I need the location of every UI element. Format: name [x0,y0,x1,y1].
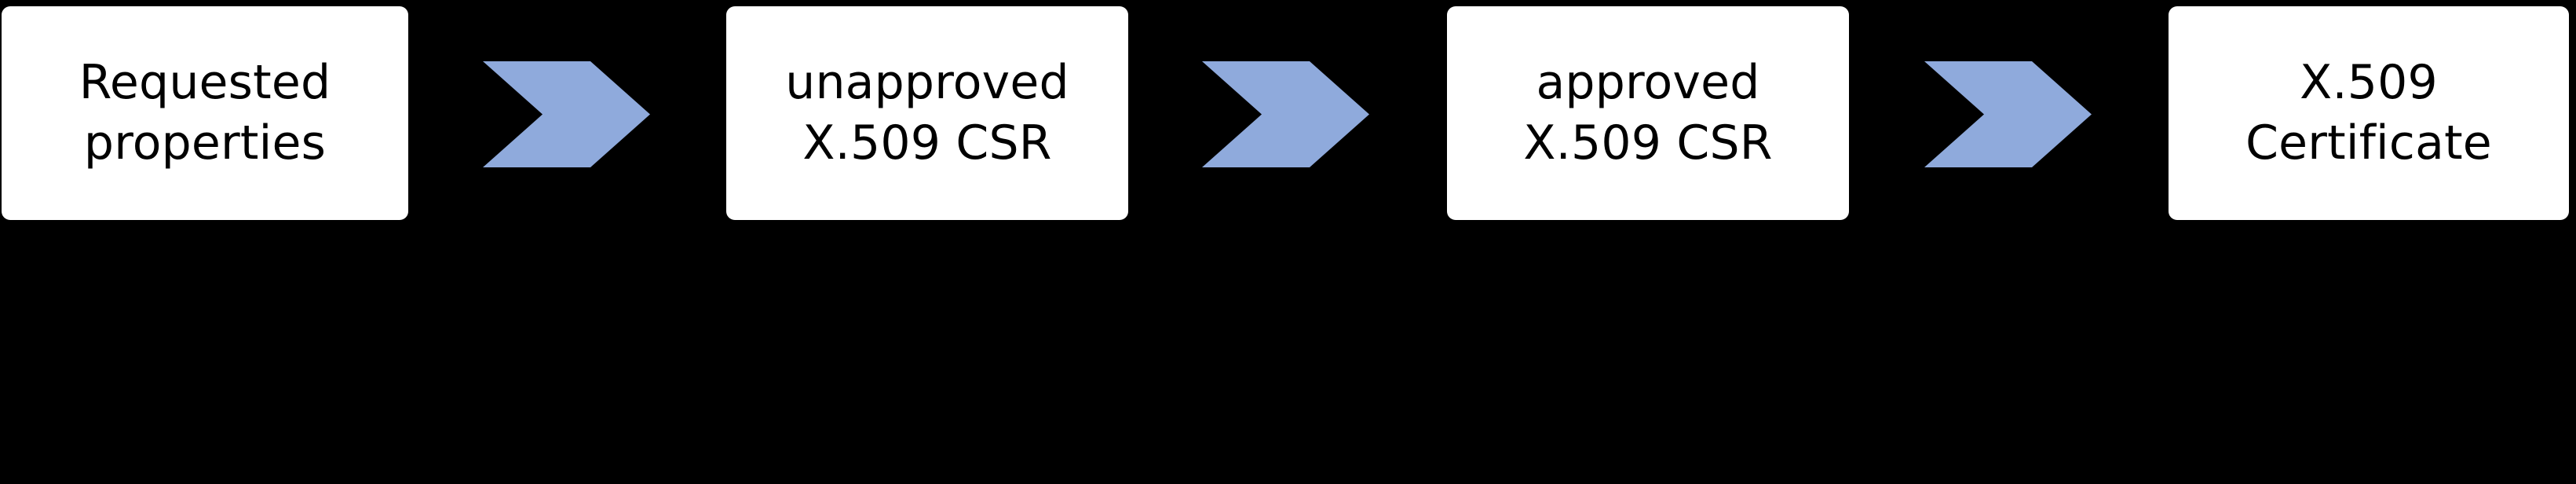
flow-node-label-line2: Certificate [2245,116,2492,170]
flow-node-x509-certificate[interactable]: X.509 Certificate [2169,6,2569,220]
flow-node-label-line2: properties [83,116,327,170]
flow-node-label-line2: X.509 CSR [1523,116,1773,170]
chevron-right-arrow-icon [483,61,650,167]
flow-node-label-line1: Requested [79,55,331,111]
flow-node-label-line2: X.509 CSR [802,116,1052,170]
flow-node-unapproved-csr[interactable]: unapproved X.509 CSR [726,6,1128,220]
flow-node-label-line1: X.509 [2300,55,2438,111]
chevron-right-arrow-icon [1924,61,2092,167]
flow-node-requested-properties[interactable]: Requested properties [2,6,408,220]
flow-node-label-line1: approved [1536,55,1760,111]
chevron-right-arrow-icon [1202,61,1369,167]
flow-node-label-line1: unapproved [785,55,1069,111]
flow-node-approved-csr[interactable]: approved X.509 CSR [1447,6,1849,220]
